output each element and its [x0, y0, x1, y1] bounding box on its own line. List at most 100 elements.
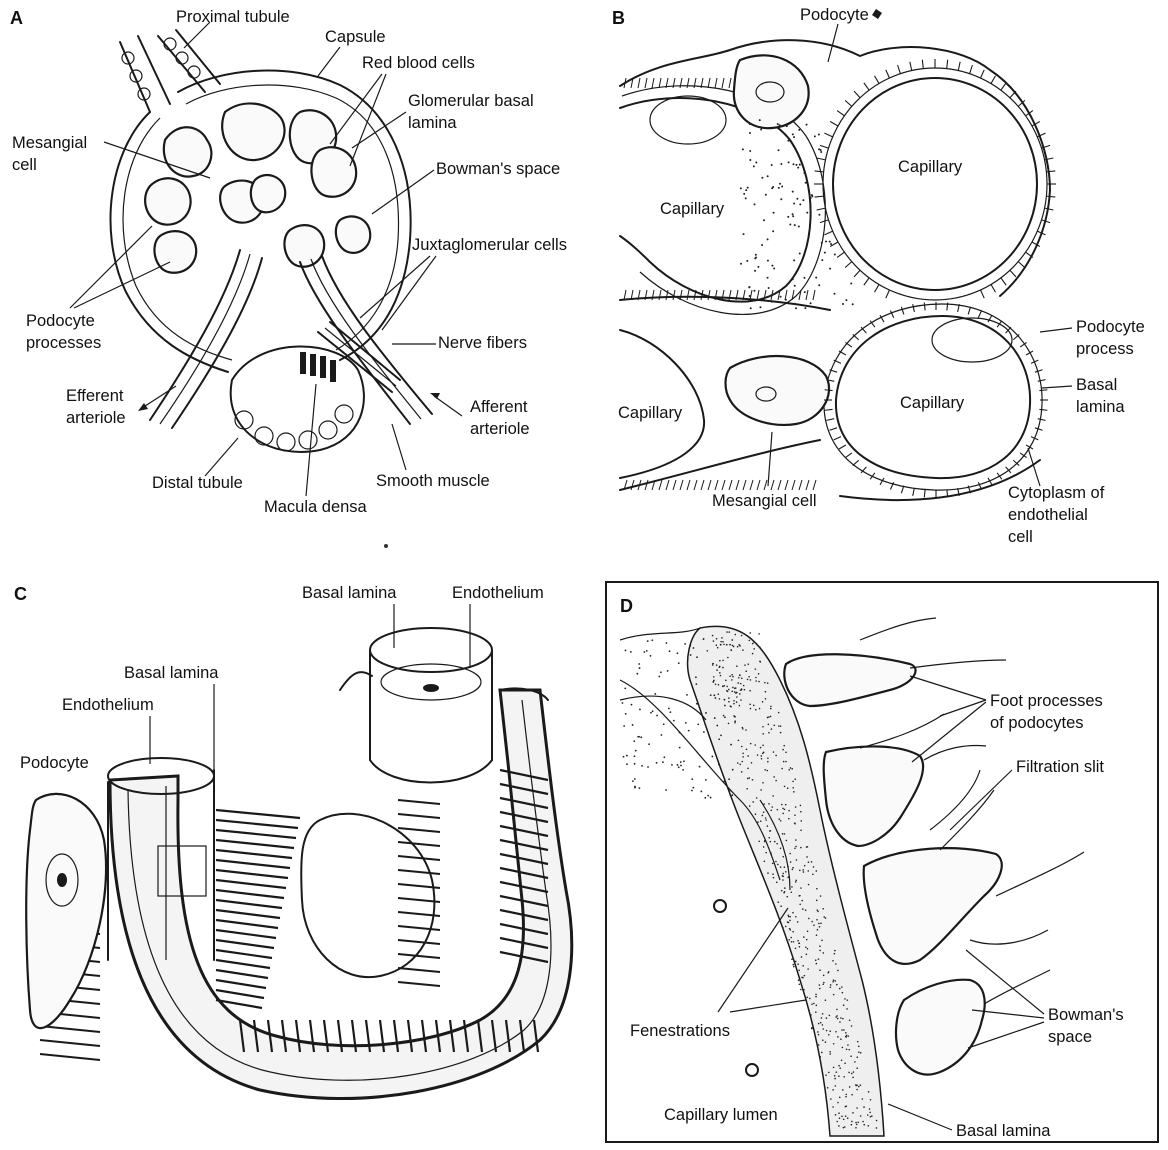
capillary-tufts [145, 103, 370, 272]
stipple-dot [756, 797, 758, 799]
stipple-dot [791, 941, 793, 943]
stipple-dot [765, 817, 767, 819]
hatch-stroke [853, 460, 859, 465]
stipple-dot [749, 777, 751, 779]
stipple-dot [798, 970, 800, 972]
stipple-dot [749, 690, 751, 692]
stipple-dot [720, 675, 722, 677]
stipple-dot [793, 136, 795, 138]
stipple-dot [689, 645, 691, 647]
hatch-stroke [729, 78, 731, 88]
stipple-dot [740, 187, 742, 189]
stipple-dot [768, 803, 770, 805]
stipple-dot [787, 866, 789, 868]
stipple-dot [718, 738, 720, 740]
stipple-dot [815, 277, 817, 279]
stipple-dot [707, 650, 709, 652]
stipple-dot [867, 1125, 869, 1127]
stipple-dot [844, 1126, 846, 1128]
stipple-dot [719, 672, 721, 674]
stipple-dot [799, 164, 801, 166]
hatch-stroke [815, 196, 824, 197]
stipple-dot [765, 852, 767, 854]
hatch-stroke [216, 980, 266, 988]
stipple-dot [861, 1098, 863, 1100]
stipple-dot [794, 847, 796, 849]
stipple-dot [626, 755, 628, 757]
stipple-dot [832, 981, 834, 983]
label-basal-lamina-b: Basal [1076, 376, 1117, 394]
hatch-stroke [659, 480, 662, 490]
stipple-dot [731, 690, 733, 692]
stipple-dot [821, 259, 823, 261]
stipple-dot [780, 866, 782, 868]
hatch-stroke [40, 1026, 100, 1032]
hatch-stroke [764, 480, 767, 490]
hatch-stroke [398, 926, 440, 930]
stipple-dot [800, 811, 802, 813]
stipple-dot [650, 655, 652, 657]
stipple-dot [810, 1014, 812, 1016]
stipple-dot [780, 198, 782, 200]
label-efferent-arteriole: Efferent [66, 387, 124, 405]
stipple-dot [845, 1036, 847, 1038]
hatch-stroke [743, 480, 746, 490]
stipple-dot [722, 660, 724, 662]
hatch-stroke [715, 480, 718, 490]
stipple-dot [763, 803, 765, 805]
hatch-stroke [910, 62, 912, 71]
stipple-dot [867, 1114, 869, 1116]
stipple-dot [771, 806, 773, 808]
stipple-dot [755, 257, 757, 259]
stipple-dot [813, 866, 815, 868]
stipple-dot [818, 1034, 820, 1036]
stipple-dot [728, 631, 730, 633]
stipple-dot [802, 869, 804, 871]
stipple-dot [815, 996, 817, 998]
stipple-dot [718, 684, 720, 686]
stipple-dot [728, 723, 730, 725]
stipple-dot [836, 1015, 838, 1017]
stipple-dot [828, 1034, 830, 1036]
stipple-dot [680, 761, 682, 763]
hatch-stroke [875, 76, 880, 84]
stipple-dot [784, 833, 786, 835]
stipple-dot [776, 881, 778, 883]
hatch-stroke [659, 290, 661, 300]
stipple-dot [869, 1112, 871, 1114]
stipple-dot [654, 693, 656, 695]
label-endothelium-c-top: Endothelium [452, 584, 544, 602]
label-capillary-top-left: Capillary [660, 200, 725, 218]
stipple-dot [691, 778, 693, 780]
stipple-dot [734, 716, 736, 718]
panel-a: A [10, 8, 567, 516]
stipple-dot [803, 871, 805, 873]
stipple-dot [755, 709, 757, 711]
stipple-dot [720, 641, 722, 643]
stipple-dot [768, 732, 770, 734]
stipple-dot [734, 720, 736, 722]
hatch-stroke [901, 307, 903, 315]
stipple-dot [747, 679, 749, 681]
label-bowmans-space-d-2: space [1048, 1028, 1092, 1046]
stipple-dot [712, 681, 714, 683]
hatch-stroke [826, 419, 834, 421]
stipple-dot [715, 683, 717, 685]
stipple-dot [806, 212, 808, 214]
stipple-dot [842, 992, 844, 994]
stipple-dot [787, 140, 789, 142]
stipple-dot [760, 789, 762, 791]
stipple-dot [639, 787, 641, 789]
stipple-dot [759, 708, 761, 710]
stipple-dot [821, 1052, 823, 1054]
stipple-dot [734, 691, 736, 693]
stipple-dot [769, 830, 771, 832]
stipple-dot [816, 888, 818, 890]
stipple-dot [822, 1039, 824, 1041]
stipple-dot [691, 790, 693, 792]
hatch-stroke [924, 303, 925, 311]
stipple-dot [765, 819, 767, 821]
stipple-dot [776, 291, 778, 293]
stipple-dot [732, 687, 734, 689]
stipple-dot [773, 212, 775, 214]
